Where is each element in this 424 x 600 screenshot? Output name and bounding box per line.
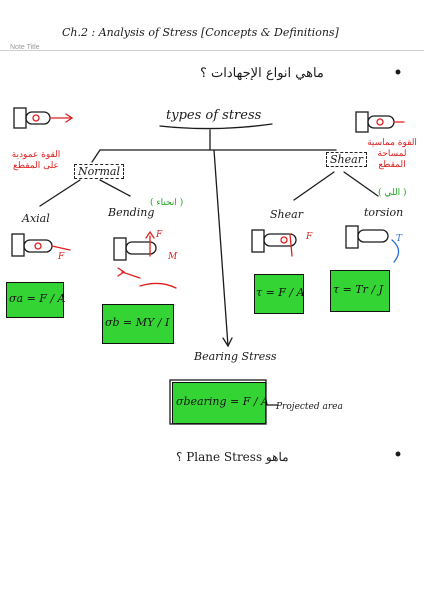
axial-formula: σa = F / A <box>9 292 66 305</box>
torsion-formula-box <box>330 270 390 312</box>
bending-force-letter: F <box>156 230 163 240</box>
torsion-formula: τ = Tr / J <box>333 283 383 296</box>
bending-formula-box <box>102 304 174 344</box>
header-divider <box>0 50 424 51</box>
bearing-formula-box <box>172 382 266 424</box>
shear-branch-label: Shear <box>326 152 367 167</box>
note-title-label: Note Title <box>10 44 40 51</box>
bending-label: Bending <box>108 206 155 219</box>
shear-green-note: ( اللي ) <box>378 188 407 198</box>
bending-formula: σb = MY / I <box>105 316 170 329</box>
page-title: Ch.2 : Analysis of Stress [Concepts & De… <box>62 26 339 39</box>
torsion-torque-letter: T <box>396 234 403 244</box>
torsion-label: torsion <box>364 206 404 219</box>
shear-force-letter: F <box>306 232 313 242</box>
shear-arabic-note: القوة مماسية لمساحة المقطع <box>367 138 417 170</box>
normal-label: Normal <box>74 164 125 179</box>
bending-moment-letter: M <box>168 252 178 262</box>
axial-label: Axial <box>22 212 50 225</box>
shear-label: Shear <box>270 208 303 221</box>
axial-formula-box <box>6 282 64 318</box>
normal-arabic-note: القوة عمودية على المقطع <box>11 150 61 171</box>
question-types-of-stress: ماهي انواع الإجهادات ؟ <box>200 66 324 81</box>
axial-force-letter: F <box>58 252 65 262</box>
bearing-formula: σbearing = F / A <box>176 395 270 408</box>
bearing-label: Bearing Stress <box>194 350 277 363</box>
bending-green-note: ( انحناء ) <box>150 198 184 208</box>
bearing-note: Projected area <box>276 402 343 412</box>
question-plane-stress: ماهو Plane Stress ؟ <box>176 450 289 464</box>
shear-formula-box <box>254 274 304 314</box>
center-title: types of stress <box>166 108 262 123</box>
shear-formula: τ = F / A <box>256 286 305 299</box>
